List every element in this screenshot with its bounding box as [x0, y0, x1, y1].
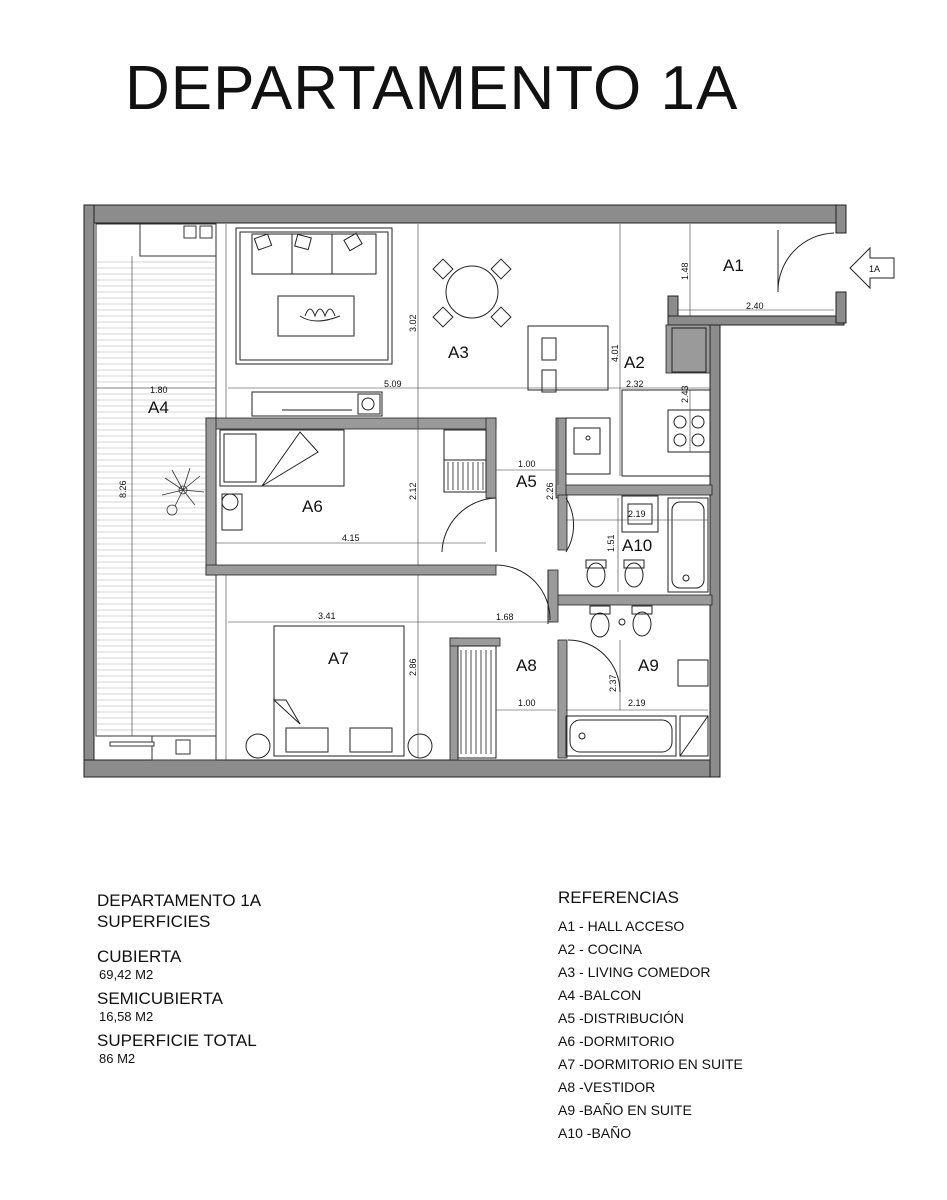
summary-subheading: SUPERFICIES: [97, 912, 211, 931]
deck-planks: [97, 261, 215, 731]
entry-arrow-icon: [849, 246, 895, 290]
room-label-a8: A8: [516, 656, 537, 675]
entry-tag: 1A: [869, 264, 880, 274]
reference-item: A10 -BAÑO: [558, 1125, 632, 1141]
dim-label: 5.09: [384, 379, 402, 389]
dim-label: 2.19: [628, 698, 646, 708]
balcony-bottom-unit: [109, 735, 217, 761]
dim-label: 3.41: [318, 611, 336, 621]
double-bed: [245, 625, 433, 759]
dim-label: 1.48: [680, 262, 690, 280]
dim-label: 8.26: [118, 480, 128, 498]
summary-heading: DEPARTAMENTO 1A: [97, 891, 262, 910]
dim-label: 2.26: [545, 482, 555, 500]
room-label-a2: A2: [624, 353, 645, 372]
dim-label: 2.12: [408, 482, 418, 500]
living-sofa: [235, 227, 393, 365]
page-title: DEPARTAMENTO 1A: [125, 54, 739, 123]
dim-label: 4.15: [342, 533, 360, 543]
room-label-a7: A7: [328, 649, 349, 668]
reference-item: A8 -VESTIDOR: [558, 1079, 656, 1095]
reference-item: A5 -DISTRIBUCIÓN: [558, 1010, 685, 1026]
reference-item: A9 -BAÑO EN SUITE: [558, 1102, 692, 1118]
dim-label: 4.01: [610, 344, 620, 362]
cubierta-label: CUBIERTA: [97, 947, 182, 966]
dim-label: 2.43: [680, 385, 690, 403]
doors: [441, 230, 835, 693]
dim-label: 1.80: [150, 385, 168, 395]
cubierta-value: 69,42 M2: [99, 967, 154, 982]
room-label-a4: A4: [148, 398, 169, 417]
reference-item: A7 -DORMITORIO EN SUITE: [558, 1056, 743, 1072]
reference-item: A2 - COCINA: [558, 941, 643, 957]
total-label: SUPERFICIE TOTAL: [97, 1031, 257, 1050]
wardrobe-hangers: [447, 462, 484, 490]
surface-summary: DEPARTAMENTO 1A SUPERFICIES CUBIERTA 69,…: [97, 890, 261, 1072]
reference-item: A3 - LIVING COMEDOR: [558, 964, 711, 980]
room-label-a1: A1: [723, 256, 744, 275]
room-label-a6: A6: [302, 497, 323, 516]
dim-label: 1.00: [518, 698, 536, 708]
room-label-a10: A10: [622, 536, 652, 555]
references-heading: REFERENCIAS: [558, 888, 679, 907]
dim-label: 2.37: [608, 674, 618, 692]
total-value: 86 M2: [99, 1051, 136, 1066]
reference-item: A1 - HALL ACCESO: [558, 918, 685, 934]
dim-label: 1.00: [518, 459, 536, 469]
dim-label: 2.40: [746, 301, 764, 311]
single-bed: [219, 429, 345, 531]
dim-label: 1.68: [496, 612, 514, 622]
tv-console: [251, 391, 383, 417]
dim-label: 2.32: [626, 379, 644, 389]
wardrobe-a6: [443, 429, 487, 493]
reference-item: A6 -DORMITORIO: [558, 1033, 675, 1049]
closet-hangers: [460, 650, 492, 754]
room-label-a3: A3: [448, 343, 469, 362]
room-label-a5: A5: [516, 472, 537, 491]
dimension-lines: [96, 224, 834, 758]
kitchen-counter: [527, 325, 711, 477]
plant-icon: [161, 467, 205, 516]
dim-label: 3.02: [408, 314, 418, 332]
reference-item: A4 -BALCON: [558, 987, 642, 1003]
semicubierta-value: 16,58 M2: [99, 1009, 154, 1024]
outer-walls: [83, 204, 847, 778]
room-label-a9: A9: [638, 656, 659, 675]
balcony-top-unit: [139, 223, 217, 257]
dim-label: 2.86: [408, 658, 418, 676]
dim-label: 1.51: [606, 534, 616, 552]
references-list: REFERENCIAS A1 - HALL ACCESO A2 - COCINA…: [558, 888, 743, 1145]
semicubierta-label: SEMICUBIERTA: [97, 989, 223, 1008]
closet-a8: [457, 645, 497, 759]
bathroom-fixtures: [565, 495, 709, 757]
dining-table: [432, 258, 512, 328]
dim-label: 2.19: [628, 509, 646, 519]
